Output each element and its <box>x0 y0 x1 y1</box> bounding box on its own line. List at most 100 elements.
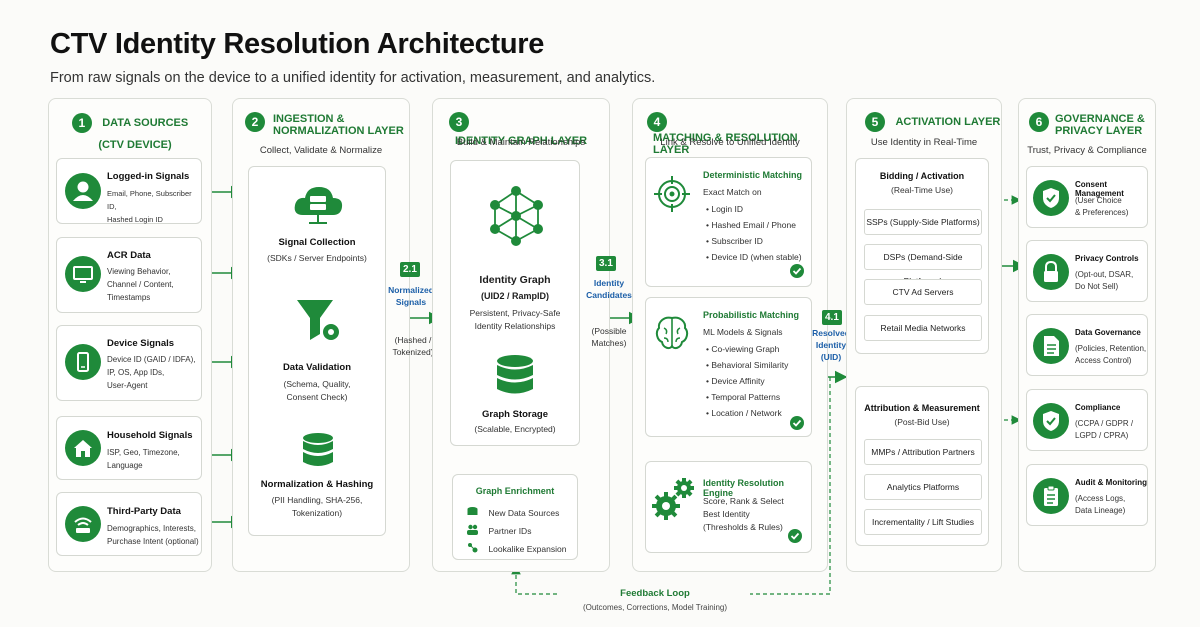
target-icon <box>654 176 690 212</box>
card-line: (CCPA / GDPR / <box>1075 419 1134 428</box>
column-title: GOVERNANCE & <box>1055 113 1145 125</box>
source-card-device[interactable]: Device Signals Device ID (GAID / IDFA), … <box>56 325 202 401</box>
brain-icon <box>655 316 689 350</box>
governance-card-privacy[interactable]: Privacy Controls (Opt-out, DSAR, Do Not … <box>1026 240 1148 302</box>
card-title: Privacy Controls <box>1075 254 1139 263</box>
probabilistic-matching-card: Probabilistic Matching ML Models & Signa… <box>645 297 812 437</box>
source-card-third-party[interactable]: Third-Party Data Demographics, Interests… <box>56 492 202 556</box>
card-title: ACR Data <box>107 250 151 261</box>
step-number: 3 <box>449 112 469 132</box>
edge-sublabel: Matches) <box>591 338 627 348</box>
card-title: Third-Party Data <box>107 506 181 517</box>
card-title: Attribution & Measurement <box>864 403 980 413</box>
edge-label: (UID) <box>820 352 842 362</box>
step-line: Tokenization) <box>291 508 343 518</box>
lookalike-icon <box>468 543 478 553</box>
card-title: Compliance <box>1075 403 1121 412</box>
user-icon <box>65 173 101 209</box>
measurement-item[interactable]: Incrementality / Lift Studies <box>864 509 982 535</box>
card-title: Audit & Monitoring <box>1075 478 1147 487</box>
step-line: (Schema, Quality, <box>283 379 351 389</box>
card-line: Channel / Content, <box>107 280 174 289</box>
source-card-acr[interactable]: ACR Data Viewing Behavior, Channel / Con… <box>56 237 202 313</box>
edge-label: Identity <box>593 278 625 288</box>
list-item: Device Affinity <box>706 373 788 389</box>
engine-line: Best Identity <box>703 509 750 519</box>
list-item: Temporal Patterns <box>706 389 788 405</box>
list-item: Device ID (when stable) <box>706 249 801 265</box>
deterministic-matching-card: Deterministic Matching Exact Match on Lo… <box>645 157 812 287</box>
users-icon <box>467 525 478 536</box>
card-line: ISP, Geo, Timezone, <box>107 448 180 457</box>
column-title-line2: (CTV DEVICE) <box>98 139 172 151</box>
list-item: Behavioral Similarity <box>706 357 788 373</box>
device-icon <box>65 344 101 380</box>
column-subtitle: Link & Resolve to Unified Identity <box>660 137 800 148</box>
edge-label: Signals <box>395 297 427 307</box>
card-line: Purchase Intent (optional) <box>107 537 199 546</box>
shield-check-icon <box>1033 180 1069 216</box>
activation-item[interactable]: Retail Media Networks <box>864 315 982 341</box>
governance-card-audit[interactable]: Audit & Monitoring (Access Logs, Data Li… <box>1026 464 1148 526</box>
step-line: (PII Handling, SHA-256, <box>271 495 363 505</box>
activation-item[interactable]: CTV Ad Servers <box>864 279 982 305</box>
engine-line: (Thresholds & Rules) <box>703 522 783 532</box>
measurement-item[interactable]: Analytics Platforms <box>864 474 982 500</box>
card-line: Timestamps <box>107 293 151 302</box>
list-item: Co-viewing Graph <box>706 341 788 357</box>
card-line: Access Control) <box>1075 356 1132 365</box>
column-title: IDENTITY GRAPH LAYER <box>455 134 588 147</box>
card-line: (Policies, Retention, <box>1075 344 1147 353</box>
check-icon <box>788 529 802 543</box>
card-line: & Preferences) <box>1075 208 1129 217</box>
list-item: Login ID <box>706 201 802 217</box>
page-title: CTV Identity Resolution Architecture <box>50 28 545 60</box>
graph-title: Identity Graph <box>479 274 551 286</box>
step-number: 2 <box>245 112 265 132</box>
storage-line: (Scalable, Encrypted) <box>474 424 556 434</box>
card-line: Do Not Sell) <box>1075 282 1119 291</box>
source-card-logged-in[interactable]: Logged-in Signals Email, Phone, Subscrib… <box>56 158 202 224</box>
edge-sublabel: Tokenized) <box>392 347 434 357</box>
home-icon <box>65 430 101 466</box>
matching-title: Deterministic Matching <box>703 170 803 180</box>
matching-list: Co-viewing Graph Behavioral Similarity D… <box>706 341 788 421</box>
wifi-icon <box>65 506 101 542</box>
column-subtitle: Trust, Privacy & Compliance <box>1027 145 1147 156</box>
list-item: Subscriber ID <box>706 233 802 249</box>
edge-badge: 2.1 <box>400 262 420 277</box>
feedback-title: Feedback Loop <box>620 588 690 599</box>
column-subtitle: Build & Maintain Relationships <box>456 137 586 148</box>
governance-card-compliance[interactable]: Compliance (CCPA / GDPR / LGPD / CPRA) <box>1026 389 1148 451</box>
column-title: DATA SOURCES <box>102 117 189 129</box>
source-card-household[interactable]: Household Signals ISP, Geo, Timezone, La… <box>56 416 202 480</box>
storage-title: Graph Storage <box>482 409 548 420</box>
card-line: Language <box>107 461 143 470</box>
activation-item[interactable]: SSPs (Supply-Side Platforms) <box>864 209 982 235</box>
card-line: Data Lineage) <box>1075 506 1126 515</box>
bidding-activation-card: Bidding / Activation (Real-Time Use) SSP… <box>855 158 989 354</box>
step-title: Data Validation <box>282 362 352 373</box>
governance-card-consent[interactable]: Consent Management (User Choice & Prefer… <box>1026 166 1148 228</box>
card-title: Device Signals <box>107 338 175 349</box>
database-icon <box>303 433 333 466</box>
matching-list: Login ID Hashed Email / Phone Subscriber… <box>706 201 802 265</box>
step-title: Normalization & Hashing <box>260 479 374 490</box>
governance-card-data-governance[interactable]: Data Governance (Policies, Retention, Ac… <box>1026 314 1148 376</box>
funnel-gear-icon <box>297 300 339 340</box>
enrichment-item: Partner IDs <box>467 521 566 539</box>
step-number: 1 <box>71 113 92 133</box>
step-title: Signal Collection <box>278 237 356 248</box>
step-number: 6 <box>1029 112 1049 132</box>
column-subtitle: Collect, Validate & Normalize <box>259 145 383 156</box>
card-line: (Opt-out, DSAR, <box>1075 270 1134 279</box>
measurement-item[interactable]: MMPs / Attribution Partners <box>864 439 982 465</box>
activation-item[interactable]: DSPs (Demand-Side Platforms) <box>864 244 982 286</box>
card-subtitle: (Real-Time Use) <box>890 185 954 195</box>
card-title: Logged-in Signals <box>107 171 190 182</box>
card-line: Email, Phone, Subscriber ID, <box>107 189 192 211</box>
attribution-measurement-card: Attribution & Measurement (Post-Bid Use)… <box>855 386 989 546</box>
shield-icon <box>1033 403 1069 439</box>
clipboard-icon <box>1033 478 1069 514</box>
card-title: Bidding / Activation <box>879 171 965 181</box>
